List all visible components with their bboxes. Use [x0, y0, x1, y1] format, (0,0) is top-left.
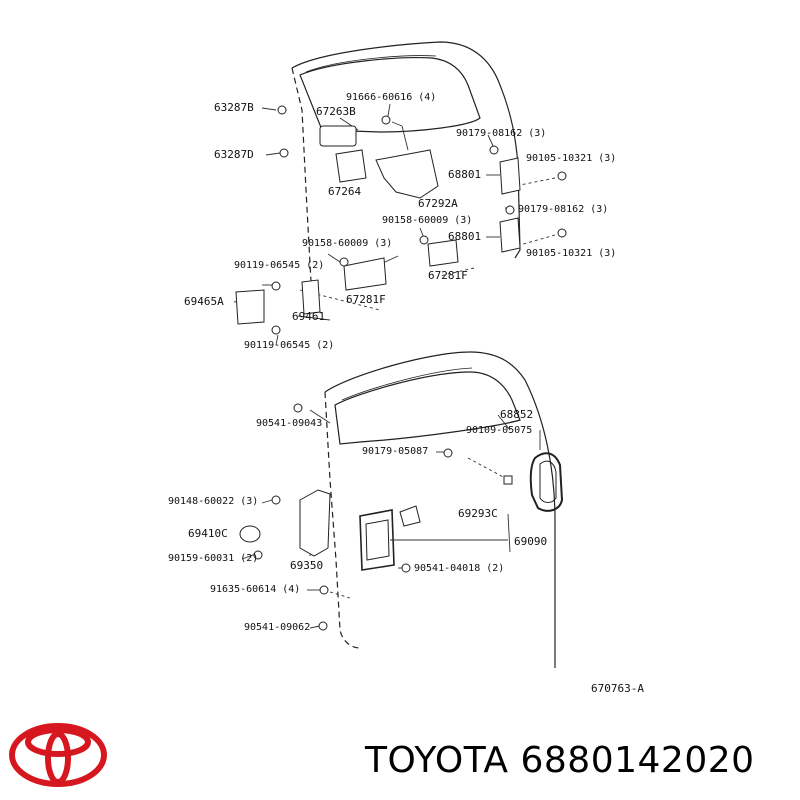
lower-door-outline: [324, 351, 556, 668]
bracket-69465a: [235, 289, 265, 325]
label-90105-10321-b: 90105-10321 (3): [526, 248, 617, 259]
part-number: 6880142020: [520, 740, 755, 781]
label-90119-06545-b: 90119-06545 (2): [244, 340, 335, 351]
label-69465a: 69465A: [184, 295, 224, 308]
label-90541-04018: 90541-04018 (2): [414, 563, 505, 574]
cap-69410c: [239, 525, 261, 543]
label-67292a: 67292A: [418, 197, 458, 210]
upper-door-left-edge: [291, 67, 313, 301]
label-69090: 69090: [514, 535, 548, 548]
label-69350: 69350: [290, 559, 324, 572]
label-90158-60009-b: 90158-60009 (3): [302, 238, 393, 249]
label-68801-b: 68801: [448, 230, 482, 243]
label-90179-08162-a: 90179-08162 (3): [456, 128, 547, 139]
upper-door-outline: [291, 41, 521, 259]
label-69293c: 69293C: [458, 507, 498, 520]
hinge-67292a: [375, 149, 439, 199]
lower-window: [334, 371, 521, 445]
striker-67281f-upper: [427, 239, 459, 267]
label-90105-10321-a: 90105-10321 (3): [526, 153, 617, 164]
label-90158-60009-a: 90158-60009 (3): [382, 215, 473, 226]
label-90541-09062: 90541-09062: [244, 622, 311, 633]
label-67263b: 67263B: [316, 105, 356, 118]
label-91666-60616: 91666-60616 (4): [346, 92, 437, 103]
bolt: [271, 325, 281, 335]
bolt: [401, 563, 411, 573]
label-90179-05087: 90179-05087: [362, 446, 429, 457]
label-90148-60022: 90148-60022 (3): [168, 496, 259, 507]
bolt: [271, 281, 281, 291]
handle-69090: [359, 509, 395, 571]
label-67264: 67264: [328, 185, 362, 198]
bolt: [318, 621, 328, 631]
bolt: [381, 115, 391, 125]
bolt: [253, 550, 263, 560]
bolt: [419, 235, 429, 245]
bolt: [279, 148, 289, 158]
label-91635-60614: 91635-60614 (4): [210, 584, 301, 595]
hinge-68801-upper: [499, 157, 521, 195]
bolt: [489, 145, 499, 155]
upper-window: [299, 57, 481, 133]
bracket-69461: [301, 279, 321, 315]
lower-door-left-edge: [324, 391, 361, 649]
latch-69350: [299, 489, 331, 557]
label-67281f-a: 67281F: [428, 269, 468, 282]
clip: [503, 475, 513, 485]
diagram-code: 670763-A: [591, 682, 644, 695]
label-63287d: 63287D: [214, 148, 254, 161]
hinge-67263b: [319, 125, 357, 147]
lamp-68852: [529, 452, 564, 512]
bolt: [271, 495, 281, 505]
brand-caption: TOYOTA 6880142020: [365, 740, 755, 781]
label-63287b: 63287B: [214, 101, 254, 114]
bolt: [277, 105, 287, 115]
bolt: [557, 171, 567, 181]
toyota-logo-icon: [9, 723, 107, 787]
label-90119-06545-a: 90119-06545 (2): [234, 260, 325, 271]
bolt: [443, 448, 453, 458]
hinge-68801-lower: [499, 217, 521, 253]
label-90159-60031: 90159-60031 (2): [168, 553, 259, 564]
bracket-67264: [335, 149, 367, 183]
label-69461: 69461: [292, 310, 326, 323]
label-90109-05075: 90109-05075: [466, 425, 533, 436]
bolt: [557, 228, 567, 238]
label-90179-08162-b: 90179-08162 (3): [518, 204, 609, 215]
label-68852: 68852: [500, 408, 534, 421]
label-90541-09043: 90541-09043: [256, 418, 323, 429]
label-68801-a: 68801: [448, 168, 482, 181]
brand-name: TOYOTA: [365, 740, 509, 781]
bolt: [339, 257, 349, 267]
bolt: [505, 205, 515, 215]
label-69410c: 69410C: [188, 527, 228, 540]
bolt: [319, 585, 329, 595]
bolt: [293, 403, 303, 413]
label-67281f-b: 67281F: [346, 293, 386, 306]
striker-67281f-lower: [343, 257, 387, 291]
rod-69293c: [399, 505, 421, 527]
